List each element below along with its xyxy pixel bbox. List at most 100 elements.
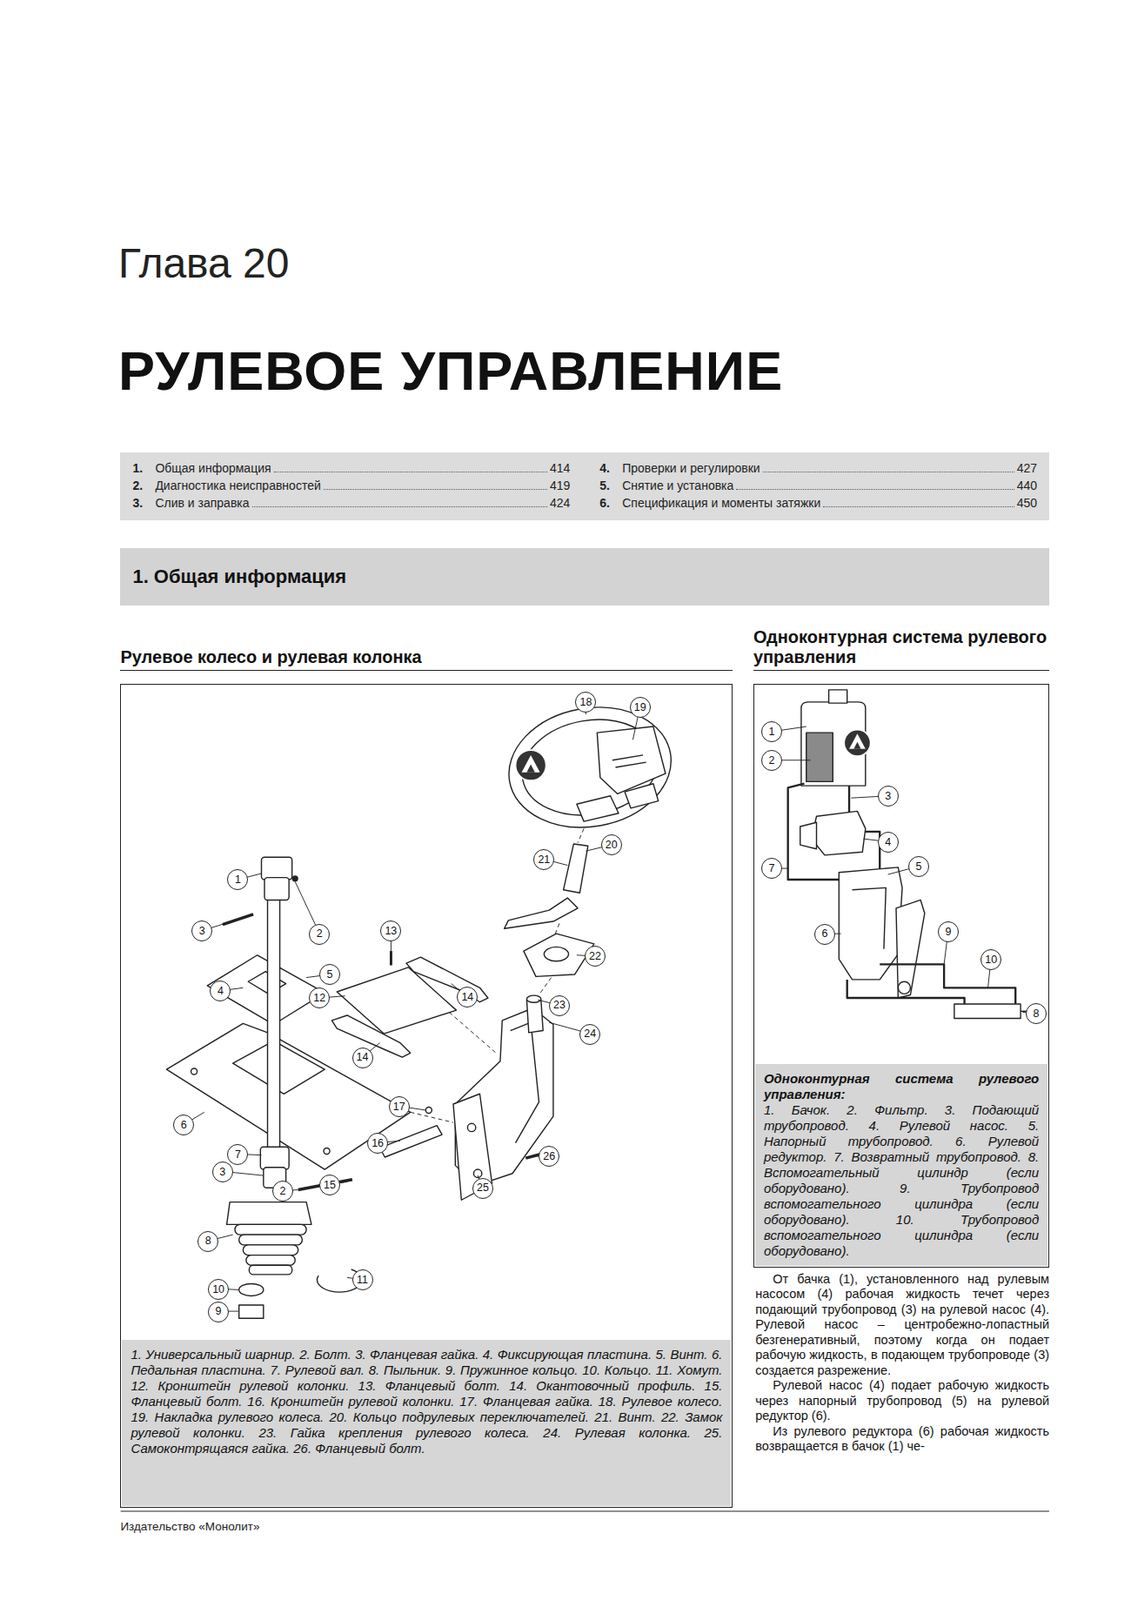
contents-column: 4.Проверки и регулировки4275.Снятие и ус… bbox=[599, 460, 1038, 514]
entry-number: 2. bbox=[132, 477, 155, 495]
callout-anchor: 4 bbox=[209, 980, 231, 1002]
logo-mark bbox=[526, 763, 535, 772]
callout-anchor: 3 bbox=[212, 1161, 234, 1183]
callout-number: 14 bbox=[456, 986, 478, 1008]
logo-disc bbox=[843, 729, 870, 757]
callout-number: 18 bbox=[575, 691, 596, 713]
entry-title: Спецификация и моменты затяжки bbox=[622, 495, 821, 512]
callout-number: 1 bbox=[227, 869, 248, 891]
wheel-pad bbox=[596, 726, 666, 794]
gear-detail bbox=[852, 887, 887, 949]
callout-anchor: 9 bbox=[207, 1301, 229, 1323]
callout-number: 6 bbox=[814, 923, 836, 945]
callout-anchor: 2 bbox=[272, 1180, 294, 1202]
wheel-spoke bbox=[576, 796, 619, 822]
callout-anchor: 17 bbox=[388, 1096, 410, 1118]
callout-number: 15 bbox=[319, 1174, 341, 1196]
dot-leader bbox=[274, 471, 548, 473]
logo-mark bbox=[853, 742, 861, 750]
callout-anchor: 26 bbox=[538, 1145, 560, 1167]
boot-fold bbox=[239, 1234, 303, 1245]
callout-number: 4 bbox=[877, 831, 899, 853]
callout-anchor: 13 bbox=[380, 920, 402, 942]
entry-title: Снятие и установка bbox=[622, 477, 734, 495]
callout-anchor: 24 bbox=[579, 1023, 601, 1045]
boot-fold bbox=[248, 1264, 292, 1275]
universal-joint bbox=[260, 1146, 289, 1170]
entry-page: 427 bbox=[1017, 460, 1038, 477]
contents-column: 1.Общая информация 414 2.Диагностика неисп… bbox=[132, 460, 570, 514]
column-detail bbox=[510, 1022, 540, 1143]
bolt bbox=[389, 950, 393, 965]
callout-anchor: 15 bbox=[319, 1174, 341, 1196]
callout-number: 12 bbox=[308, 987, 330, 1009]
callout-anchor: 8 bbox=[197, 1231, 219, 1252]
entry-page: 419 bbox=[549, 477, 570, 495]
callout-anchor: 2 bbox=[308, 923, 330, 945]
callout-number: 13 bbox=[380, 920, 402, 942]
boot-fold bbox=[234, 1224, 307, 1235]
entry-title: Слив и заправка bbox=[154, 495, 249, 512]
callout-anchor: 12 bbox=[308, 987, 330, 1009]
section-band: 1. Общая информация bbox=[120, 548, 1050, 606]
callout-number: 2 bbox=[308, 923, 330, 945]
figure-panel: Рулевое колесо и рулевая колонка 1. Униве… bbox=[120, 617, 733, 1508]
entry-number: 6. bbox=[599, 495, 623, 512]
entry-title: Проверки и регулировки bbox=[622, 460, 760, 477]
wheel-spoke bbox=[624, 783, 659, 809]
boot-fold bbox=[242, 1244, 298, 1256]
callout-number: 3 bbox=[191, 920, 213, 942]
callout-anchor: 10 bbox=[980, 949, 1002, 971]
chapter-number: Глава 20 bbox=[118, 242, 289, 285]
caption-text: 1. Универсальный шарнир. 2. Болт. 3. Фла… bbox=[130, 1346, 723, 1457]
universal-joint bbox=[261, 856, 292, 880]
body-paragraph: Рулевой насос (4) подает рабочую жидкост… bbox=[755, 1378, 1050, 1425]
callout-number: 25 bbox=[472, 1177, 494, 1199]
pump-motor bbox=[800, 822, 817, 849]
callout-anchor: 6 bbox=[814, 923, 836, 945]
dot-leader bbox=[252, 506, 548, 508]
entry-number: 1. bbox=[132, 460, 155, 477]
spring-ring bbox=[239, 1305, 264, 1319]
callout-number: 9 bbox=[207, 1301, 229, 1323]
plate-hole bbox=[191, 1068, 198, 1075]
callout-anchor: 25 bbox=[472, 1177, 494, 1199]
callout-anchor: 18 bbox=[575, 691, 596, 713]
brand-logo bbox=[515, 749, 547, 781]
caption-box: 1. Универсальный шарнир. 2. Болт. 3. Фла… bbox=[121, 1339, 731, 1506]
bracket-hole bbox=[467, 1123, 476, 1131]
entry-page: 414 bbox=[549, 460, 570, 477]
callout-anchor: 22 bbox=[584, 945, 606, 967]
panel-heading: Рулевое колесо и рулевая колонка bbox=[120, 617, 733, 671]
boot-fold bbox=[246, 1255, 295, 1266]
contents-entry: 6.Спецификация и моменты затяжки450 bbox=[599, 495, 1038, 512]
callout-number: 8 bbox=[1025, 1003, 1047, 1024]
boot bbox=[227, 1202, 312, 1225]
callout-anchor: 23 bbox=[548, 995, 570, 1017]
fixing-plate bbox=[207, 955, 325, 1025]
publisher-footer: Издательство «Монолит» bbox=[120, 1519, 260, 1533]
contents-entry: 3.Слив и заправка424 bbox=[132, 495, 570, 512]
steering-wheel-inner bbox=[514, 709, 666, 826]
callout-number: 3 bbox=[212, 1161, 234, 1183]
callout-anchor: 7 bbox=[761, 857, 783, 879]
callout-number: 23 bbox=[548, 995, 570, 1017]
contents-band: 1.Общая информация 414 2.Диагностика неисп… bbox=[120, 452, 1050, 522]
contents-entry: 1.Общая информация 414 bbox=[132, 460, 570, 477]
steering-shaft bbox=[267, 896, 281, 1152]
entry-title: Общая информация bbox=[154, 460, 271, 477]
column-top bbox=[526, 995, 541, 1003]
logo-mark bbox=[849, 733, 866, 750]
caption-box: Одноконтурная система рулевого управлени… bbox=[755, 1064, 1048, 1266]
dot-leader bbox=[323, 488, 548, 490]
callout-number: 7 bbox=[761, 857, 783, 879]
callout-anchor: 21 bbox=[533, 849, 555, 870]
callout-number: 22 bbox=[584, 945, 606, 967]
logo-disc bbox=[515, 749, 547, 781]
callout-number: 2 bbox=[761, 749, 783, 771]
callout-number: 19 bbox=[629, 696, 651, 718]
entry-title: Диагностика неисправностей bbox=[154, 477, 321, 495]
figure-panel: Одноконтурная система рулевого управлени… bbox=[753, 617, 1050, 1268]
contents-entry: 5.Снятие и установка440 bbox=[599, 477, 1038, 495]
reservoir-cap bbox=[829, 689, 848, 703]
